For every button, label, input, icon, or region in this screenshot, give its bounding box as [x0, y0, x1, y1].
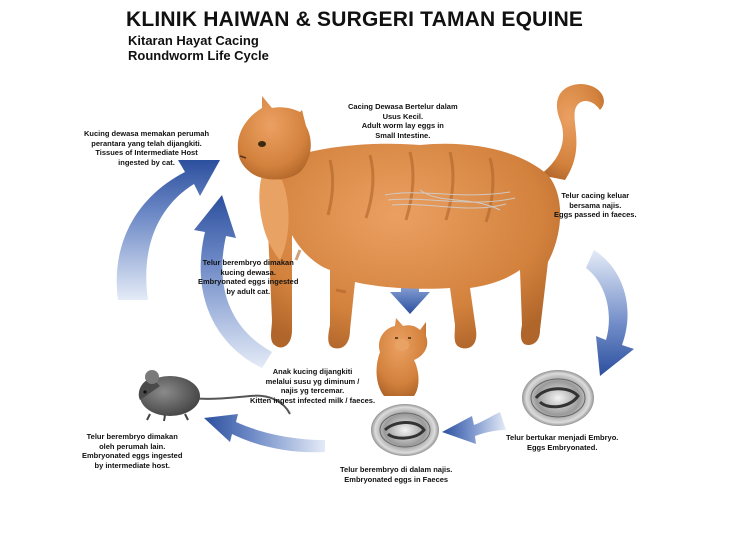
adult-cat-image: [237, 84, 604, 349]
rat-image: [138, 370, 291, 422]
caption-cat-eats-host: Kucing dewasa memakan perumah perantara …: [84, 129, 210, 167]
caption-adult-cat-ingests: Telur berembryo dimakan kucing dewasa. E…: [198, 258, 299, 296]
caption-kitten: Anak kucing dijangkiti melalui susu yg d…: [250, 367, 376, 405]
arrow-host-to-cat: [116, 160, 220, 300]
subtitle-english: Roundworm Life Cycle: [128, 48, 269, 63]
caption-eggs-in-faeces: Telur berembryo di dalam najis. Embryona…: [340, 465, 453, 484]
embryonated-egg-image: [522, 370, 594, 426]
egg-in-faeces-image: [371, 404, 439, 456]
caption-embryonated: Telur bertukar menjadi Embryo. Eggs Embr…: [506, 433, 619, 452]
caption-adult-worm: Cacing Dewasa Bertelur dalam Usus Kecil.…: [348, 102, 458, 140]
subtitle-malay: Kitaran Hayat Cacing: [128, 33, 259, 48]
page-title: KLINIK HAIWAN & SURGERI TAMAN EQUINE: [126, 8, 584, 31]
arrow-egg-to-adult-cat: [194, 195, 272, 368]
kitten-image: [376, 318, 428, 396]
caption-intermediate-host: Telur berembryo dimakan oleh perumah lai…: [82, 432, 183, 470]
arrow-eggs-passed: [586, 250, 634, 376]
caption-eggs-passed: Telur cacing keluar bersama najis. Eggs …: [554, 191, 637, 219]
arrow-embryonated-to-faeces: [442, 412, 506, 444]
arrow-faeces-to-host: [204, 414, 325, 453]
